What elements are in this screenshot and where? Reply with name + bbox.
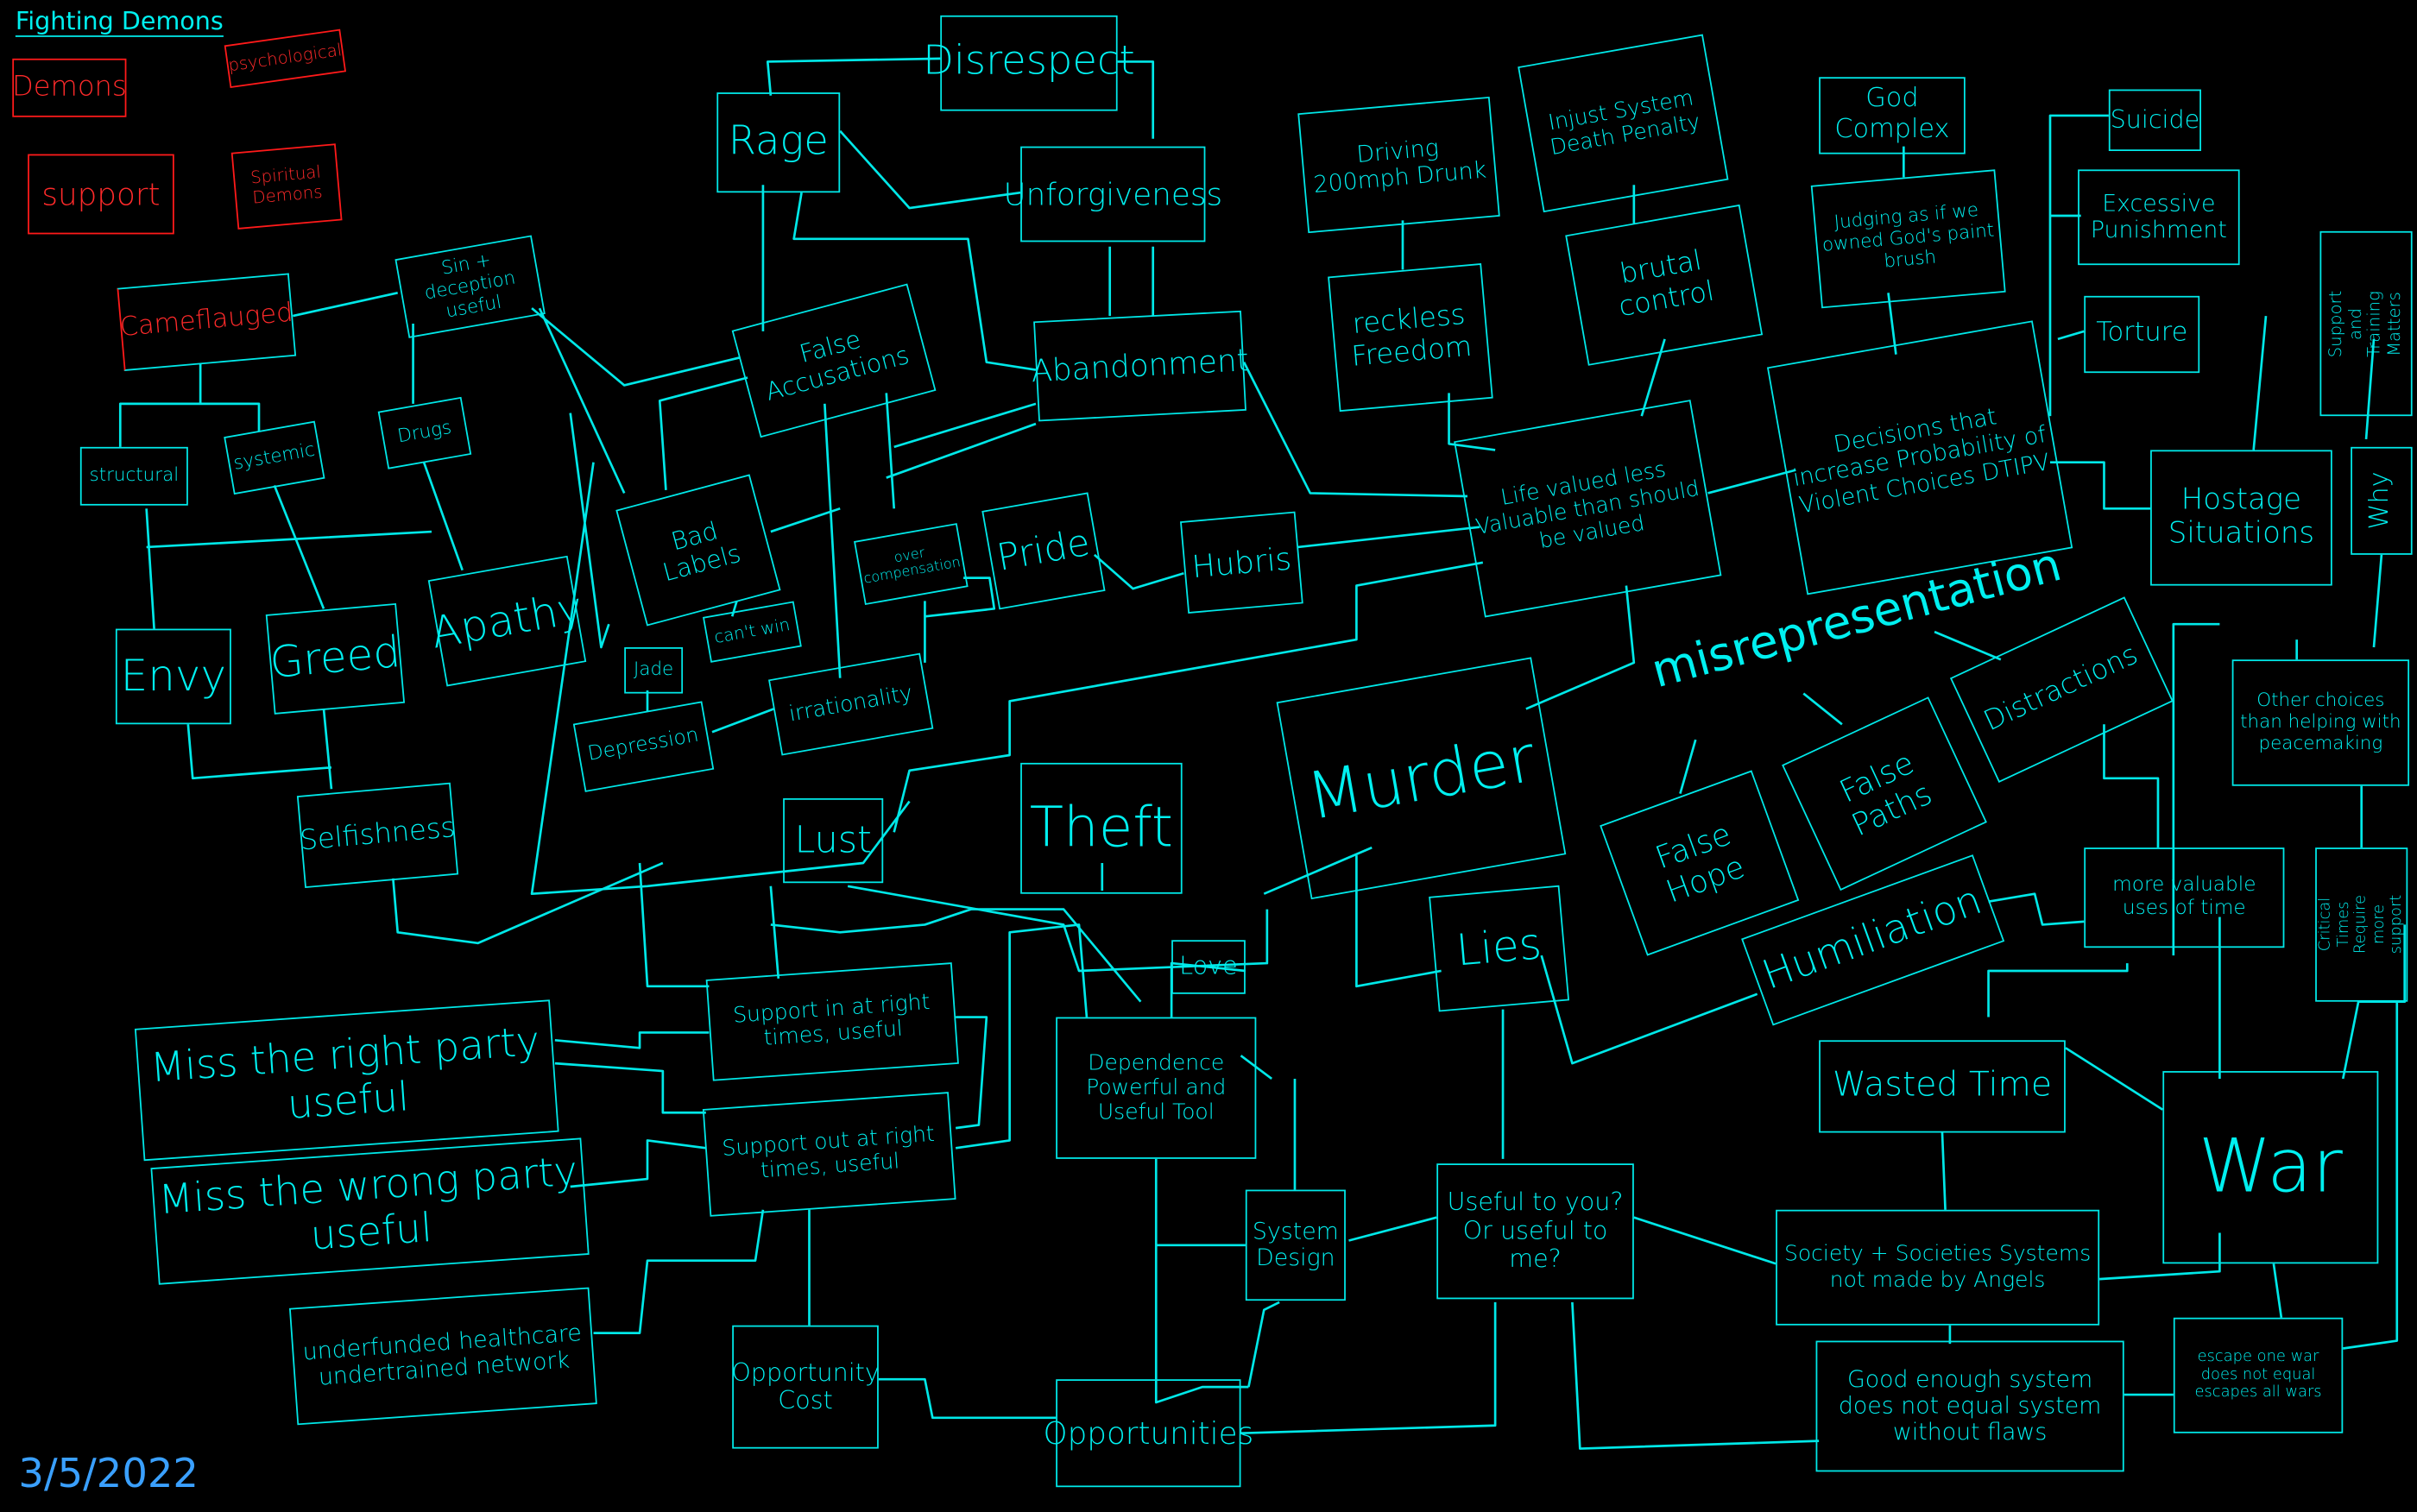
connector — [1401, 185, 1666, 451]
node-critical-times: Critical Times Require more support — [2315, 847, 2408, 1002]
support-training-label: Support and Training Matters — [2325, 290, 2405, 357]
node-escape-one-war: escape one war does not equal escapes al… — [2173, 1317, 2344, 1433]
connector — [1707, 146, 1905, 495]
connector — [118, 323, 414, 447]
node-hostage-situations: Hostage Situations — [2150, 450, 2332, 586]
node-god-complex: God Complex — [1819, 77, 1966, 154]
node-structural: structural — [79, 446, 188, 506]
node-war: War — [2162, 1071, 2379, 1264]
connector — [878, 1301, 1497, 1435]
why-label: Why — [2364, 471, 2396, 530]
node-unforgiveness: Unforgiveness — [1004, 146, 1222, 243]
node-pride: Pride — [981, 492, 1106, 610]
node-opportunity-cost: Opportunity Cost — [731, 1325, 880, 1449]
connector — [646, 576, 996, 734]
node-rage: Rage — [716, 92, 841, 193]
connector — [1501, 954, 1820, 1450]
node-support-in: Support in at right times, useful — [705, 962, 959, 1081]
connector — [1679, 630, 2160, 848]
date-label: 3/5/2022 — [18, 1452, 199, 1498]
connector — [1093, 362, 1480, 590]
connector — [292, 291, 398, 318]
connector — [530, 413, 911, 896]
connector — [2252, 315, 2383, 848]
node-support-out: Support out at right times, useful — [702, 1092, 956, 1217]
connector — [1941, 924, 2407, 1318]
node-system-design: System Design — [1245, 1189, 1346, 1301]
node-dependence: Dependence Powerful and Useful Tool — [1056, 1017, 1257, 1159]
connector — [893, 561, 1636, 833]
node-lust: Lust — [783, 797, 884, 884]
node-love: Love — [1171, 940, 1246, 994]
legend-demons: Demons — [12, 58, 127, 117]
connector — [554, 1031, 811, 1334]
critical-times-label: Critical Times Require more support — [2317, 895, 2406, 954]
node-more-valuable-uses: more valuable uses of time — [2084, 847, 2285, 948]
node-opportunities: Opportunities — [1044, 1379, 1253, 1488]
connector — [554, 1062, 707, 1188]
connector — [186, 709, 664, 945]
node-wasted-time: Wasted Time — [1819, 1040, 2066, 1133]
connector — [2048, 114, 2151, 510]
connector — [145, 462, 464, 629]
node-jade: Jade — [624, 646, 684, 694]
node-support-training-matters: Support and Training Matters — [2319, 230, 2413, 417]
node-useful-to-you: Useful to you? Or useful to me? — [1436, 1163, 1634, 1300]
connector — [531, 307, 741, 494]
node-cameflauged: Cameflauged — [117, 273, 297, 371]
node-selfishness: Selfishness — [296, 782, 459, 888]
node-abandonment: Abandonment — [1030, 310, 1250, 422]
node-theft: Theft — [1020, 762, 1183, 894]
node-torture: Torture — [2084, 295, 2200, 374]
node-why: Why — [2351, 446, 2413, 555]
connector — [1633, 1001, 2399, 1396]
node-envy: Envy — [115, 628, 231, 725]
legend-spiritual-demons: Spiritual Demons — [230, 143, 343, 230]
node-underfunded-healthcare: underfunded healthcare undertrained netw… — [288, 1287, 597, 1426]
connector — [792, 192, 1155, 371]
connector — [761, 57, 1155, 331]
node-society-systems: Society + Societies Systems not made by … — [1776, 1209, 2100, 1326]
node-lies: Lies — [1429, 885, 1570, 1012]
node-disrespect: Disrespect — [923, 15, 1135, 111]
connector — [1154, 1055, 1437, 1404]
connector — [730, 402, 1037, 617]
connector — [658, 376, 896, 678]
legend-support: support — [28, 154, 174, 235]
connector — [1987, 622, 2221, 1079]
node-driving-drunk: Driving 200mph Drunk — [1297, 96, 1500, 234]
node-hubris: Hubris — [1180, 511, 1303, 614]
node-other-choices: Other choices than helping with peacemak… — [2231, 659, 2410, 786]
node-good-enough-system: Good enough system does not equal system… — [1815, 1340, 2124, 1472]
node-excessive-punishment: Excessive Punishment — [2078, 169, 2240, 266]
connector — [955, 923, 1089, 1150]
connector — [638, 846, 1373, 1003]
node-suicide: Suicide — [2108, 89, 2201, 151]
node-judging: Judging as if we owned God's paint brush — [1810, 169, 2006, 309]
node-greed: Greed — [265, 602, 406, 715]
node-reckless-freedom: reckless Freedom — [1328, 263, 1493, 413]
page-title: Fighting Demons — [15, 6, 224, 37]
